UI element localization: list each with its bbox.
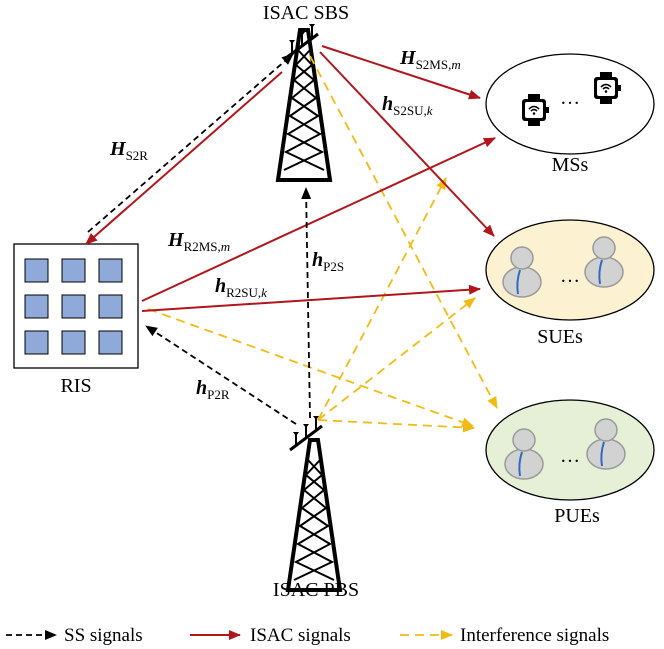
interference-pbs-sue [317, 297, 476, 421]
channel-label-s2ms: HS2MS,m [399, 47, 461, 72]
ms-label: MSs [552, 154, 589, 176]
ris-element [98, 258, 123, 283]
legend: SS signals ISAC signals Interference sig… [6, 625, 609, 646]
ris-element [98, 330, 123, 355]
sue-label: SUEs [537, 326, 583, 348]
channel-label-s2su: hS2SU,k [382, 93, 433, 118]
sue-ellipsis: … [560, 265, 580, 287]
ris-label: RIS [60, 375, 91, 397]
channel-label-r2su: hR2SU,k [215, 275, 267, 300]
isac-sbs-ris [85, 71, 283, 245]
pbs-label: ISAC PBS [273, 579, 359, 601]
channel-label-p2s: hP2S [312, 249, 344, 274]
ris-element [61, 330, 86, 355]
pue-label: PUEs [554, 505, 600, 527]
isac-sbs-sue [319, 51, 495, 237]
ss-ris-sbs [87, 53, 294, 233]
ris-element [61, 258, 86, 283]
isac-sbs-ms [321, 45, 481, 100]
pue-ellipsis: … [560, 445, 580, 467]
ris-element [24, 258, 49, 283]
channel-label-r2ms: HR2MS,m [167, 229, 230, 254]
ris-element [98, 294, 123, 319]
ss-pbs-ris [145, 325, 297, 425]
sbs-tower-icon [276, 28, 332, 182]
interference-pbs-ms [317, 177, 447, 421]
isac-ris-sue [141, 284, 481, 312]
ris-element [24, 294, 49, 319]
legend-ss-label: SS signals [64, 625, 143, 646]
channel-label-s2r: HS2R [109, 138, 148, 163]
legend-interference-label: Interference signals [460, 625, 609, 646]
ris-element [61, 294, 86, 319]
ms-ellipsis: … [560, 87, 580, 109]
interference-ris-pue [147, 308, 474, 427]
channel-label-p2r: hP2R [196, 377, 230, 402]
interference-pbs-pue [317, 419, 475, 433]
legend-isac-label: ISAC signals [250, 625, 351, 646]
sbs-label: ISAC SBS [263, 2, 349, 24]
ris-panel [13, 243, 139, 369]
interference-sbs-pue [309, 55, 498, 409]
ss-pbs-sbs [301, 187, 312, 419]
ris-element [24, 330, 49, 355]
isac-ris-ms [141, 137, 496, 302]
pbs-tower-icon [286, 438, 342, 592]
